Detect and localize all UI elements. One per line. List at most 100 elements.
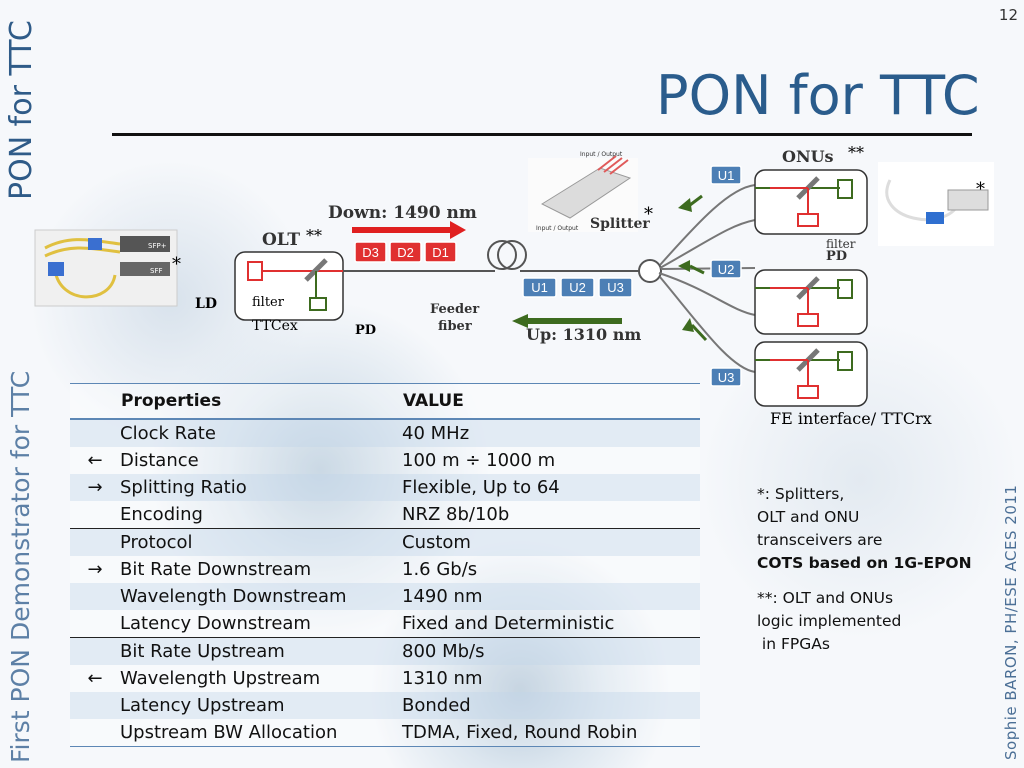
sfp-mark: *: [172, 254, 181, 275]
ld-label: LD: [195, 296, 217, 312]
header-arrow: [70, 383, 120, 420]
row-value: 1490 nm: [402, 586, 483, 607]
olt-label: OLT: [262, 230, 300, 250]
down-packet-label: D1: [432, 245, 449, 260]
ttcex-label: TTCex: [252, 318, 298, 334]
table-header: Properties VALUE: [70, 383, 700, 420]
header-properties: Properties: [120, 383, 402, 420]
note-line: logic implemented: [757, 612, 902, 630]
note-line-bold: COTS based on 1G-EPON: [757, 554, 972, 572]
properties-table: Properties VALUE Clock Rate 40 MHz ← Distan…: [70, 383, 700, 747]
row-arrow: [70, 583, 120, 610]
onu-id-label: U1: [718, 168, 735, 183]
up-arrow: [512, 314, 622, 328]
note-line: transceivers are: [757, 531, 883, 549]
row-property: Splitting Ratio: [120, 477, 247, 498]
olt-filter-label: filter: [252, 295, 285, 310]
title-rule: [112, 133, 972, 136]
photo-io-bottom: Input / Output: [536, 225, 579, 232]
splitter-photo: Input / Output Input / Output: [528, 151, 638, 232]
onu-id-label: U2: [718, 262, 735, 277]
row-arrow: →: [87, 559, 103, 580]
onu-photo-mark: *: [976, 179, 985, 200]
row-value: 100 m ÷ 1000 m: [402, 450, 556, 471]
down-packet: D1: [424, 241, 457, 263]
row-value: Custom: [402, 528, 700, 556]
note-line: *: Splitters,: [757, 485, 845, 503]
up-packet-label: U3: [607, 280, 624, 295]
table-row: Clock Rate 40 MHz: [70, 419, 700, 447]
down-packet-label: D2: [397, 245, 414, 260]
table-row: ← Wavelength Upstream 1310 nm: [70, 665, 700, 692]
note-line: in FPGAs: [757, 635, 830, 653]
onus-mark: **: [848, 143, 864, 162]
note-line: OLT and ONU: [757, 508, 860, 526]
pon-diagram: SFP+ SFF * Down: 1490 nm OLT ** LD filte…: [34, 143, 994, 428]
onu-box: U1: [710, 165, 868, 235]
header-value: VALUE: [402, 383, 700, 420]
row-arrow: [70, 501, 120, 529]
side-author: Sophie BARON, PH/ESE ACES 2011: [1002, 484, 1020, 760]
down-arrow: [352, 221, 466, 239]
up-label: Up: 1310 nm: [526, 325, 641, 344]
down-packets: D3 D2 D1: [354, 241, 457, 263]
row-property: Bit Rate Upstream: [120, 637, 402, 665]
row-value: 1310 nm: [402, 668, 483, 689]
row-property: Wavelength Downstream: [120, 586, 347, 607]
up-packet-label: U1: [531, 280, 548, 295]
onu-pd-label: PD: [826, 249, 847, 264]
row-value: TDMA, Fixed, Round Robin: [402, 719, 700, 747]
feeder-label-1: Feeder: [430, 302, 479, 317]
up-packet: U2: [560, 277, 595, 298]
row-property: Latency Upstream: [120, 695, 285, 716]
up-packet: U3: [598, 277, 633, 298]
onu-box: U3: [710, 341, 868, 407]
down-packet: D2: [389, 241, 422, 263]
fe-interface-label: FE interface/ TTCrx: [770, 409, 932, 428]
row-property: Clock Rate: [120, 423, 216, 444]
row-arrow: [70, 637, 120, 665]
slide-number: 12: [998, 6, 1018, 24]
row-arrow: [70, 528, 120, 556]
row-arrow: →: [87, 477, 103, 498]
row-arrow: [70, 610, 120, 638]
row-arrow: [70, 692, 120, 719]
feeder-label-2: fiber: [438, 319, 472, 334]
row-arrow: ←: [87, 668, 103, 689]
row-value: Bonded: [402, 695, 471, 716]
up-packet-label: U2: [569, 280, 586, 295]
row-value: 800 Mb/s: [402, 637, 700, 665]
row-value: NRZ 8b/10b: [402, 504, 510, 525]
up-packets: U1 U2 U3: [522, 277, 633, 298]
table-row: Wavelength Downstream 1490 nm: [70, 583, 700, 610]
slide-title: PON for TTC: [656, 64, 980, 127]
row-property: Wavelength Upstream: [120, 668, 321, 689]
onu-photo: [878, 162, 994, 246]
onu-filter-label: filter: [826, 237, 856, 251]
up-packet: U1: [522, 277, 557, 298]
olt-box: [234, 251, 355, 321]
row-property: Distance: [120, 450, 199, 471]
down-packet-label: D3: [362, 245, 379, 260]
branch-up-arrows: [678, 194, 708, 342]
table-row: Latency Upstream Bonded: [70, 692, 700, 719]
down-packet: D3: [354, 241, 387, 263]
sfp-label-1: SFP+: [148, 242, 167, 250]
splitter-label: Splitter: [590, 216, 650, 232]
splitter-mark: *: [644, 204, 653, 225]
row-property: Protocol: [120, 528, 402, 556]
photo-io-top: Input / Output: [580, 151, 623, 158]
note-line: **: OLT and ONUs: [757, 589, 894, 607]
down-label: Down: 1490 nm: [328, 203, 477, 223]
row-value: 40 MHz: [402, 423, 470, 444]
sfp-photo: SFP+ SFF: [34, 229, 178, 307]
splitter-node: [638, 184, 756, 373]
sfp-label-2: SFF: [150, 267, 163, 275]
olt-mark: **: [306, 226, 322, 245]
